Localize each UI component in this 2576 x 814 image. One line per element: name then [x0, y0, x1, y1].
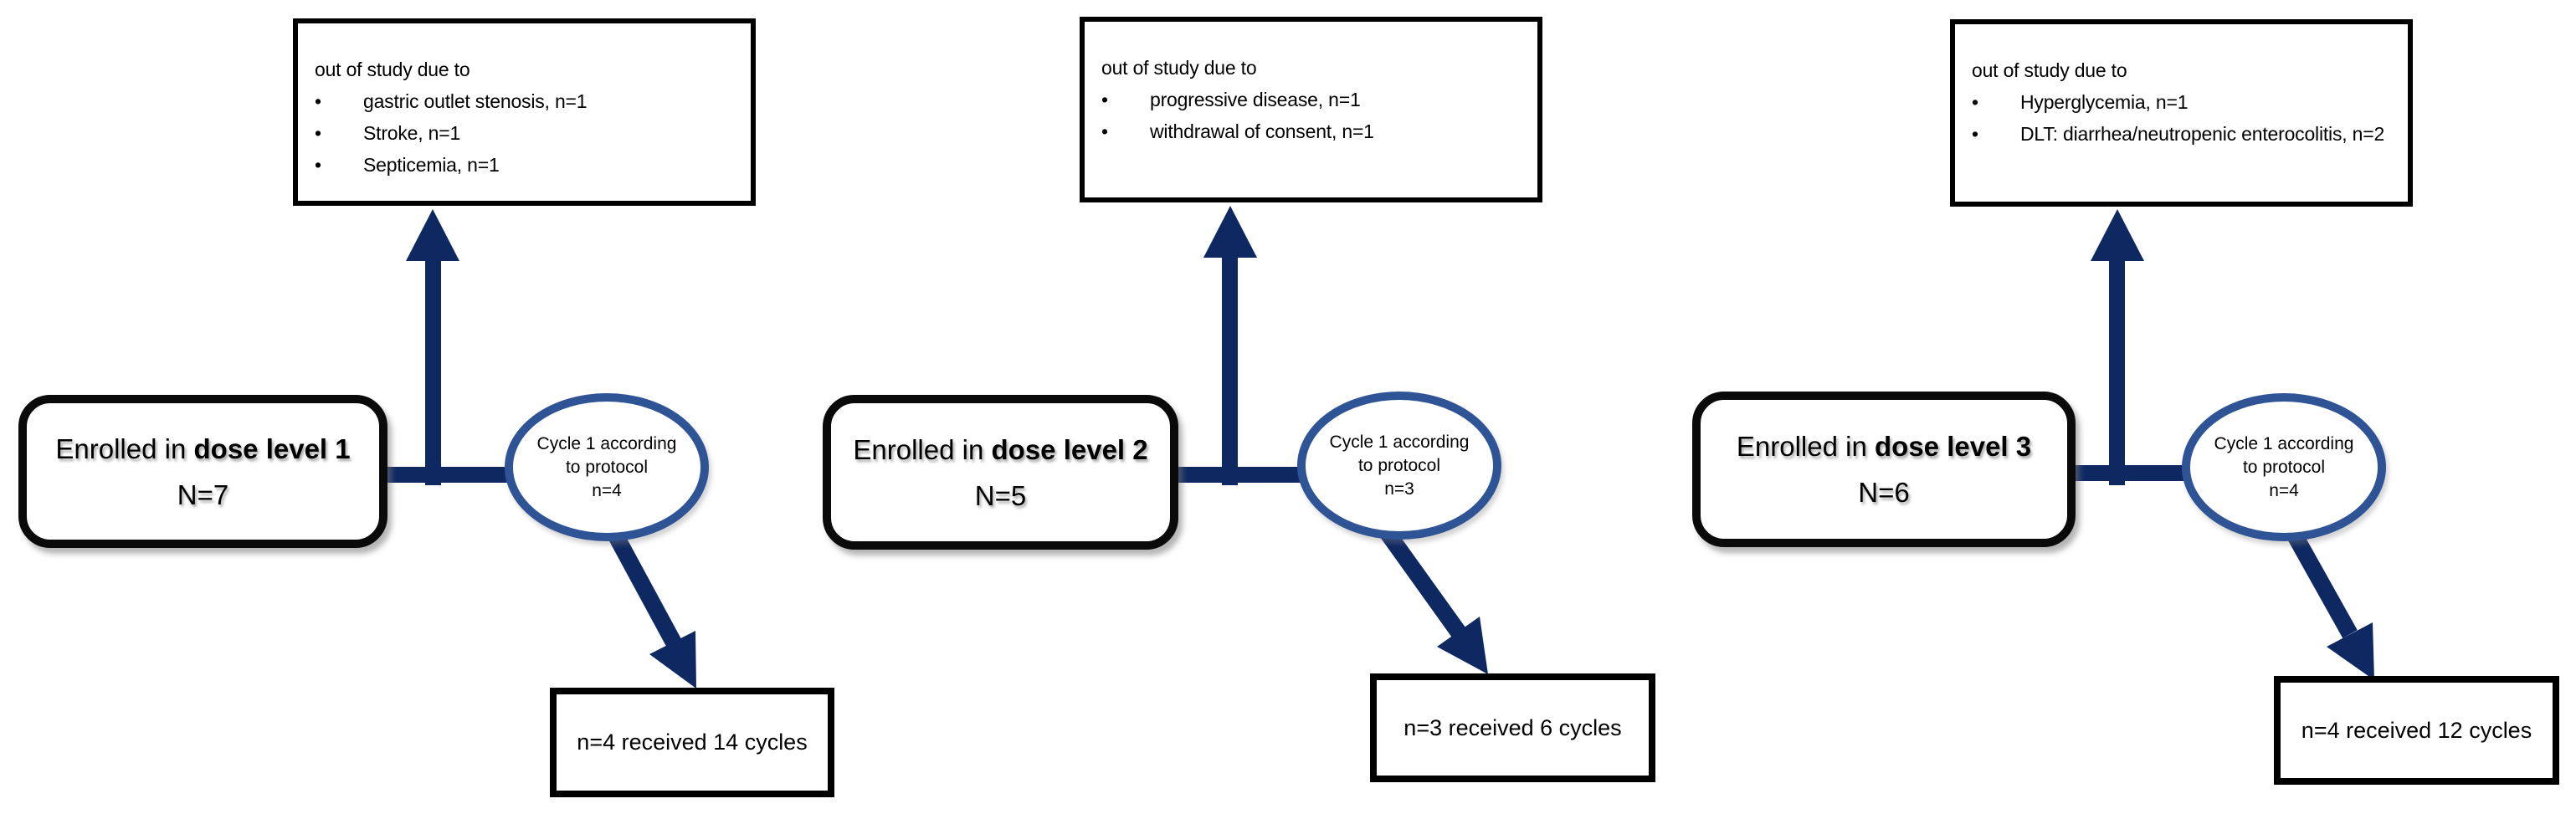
dropout-title: out of study due to	[315, 59, 470, 80]
bullet-icon: •	[315, 90, 321, 112]
cycle-ellipse: Cycle 1 according to protocol n=3	[1297, 392, 1501, 540]
enrolled-prefix: Enrolled in	[853, 433, 992, 465]
received-box: n=4 received 12 cycles	[2274, 676, 2559, 785]
elbow-connector	[1172, 467, 1307, 483]
cycle-line: to protocol	[1357, 455, 1441, 475]
bullet-icon: •	[1972, 123, 1978, 145]
dropout-reason: Septicemia, n=1	[363, 154, 500, 176]
connector-arrows	[1172, 206, 1488, 674]
up-arrowhead-icon	[2091, 209, 2144, 261]
enrolled-box: Enrolled in dose level 2 N=5	[823, 395, 1178, 550]
list-item: • progressive disease, n=1	[1101, 84, 1524, 115]
enrolled-line: Enrolled in dose level 2	[831, 427, 1170, 473]
down-arrow-shaft	[2287, 531, 2358, 638]
dropout-reason: DLT: diarrhea/neutropenic enterocolitis,…	[2020, 123, 2385, 145]
cycle-ellipse: Cycle 1 according to protocol n=4	[505, 393, 709, 541]
cycle-line: Cycle 1 according	[536, 433, 677, 453]
enrolled-count: N=7	[177, 479, 229, 510]
connector-arrows	[2067, 209, 2374, 680]
bullet-icon: •	[315, 154, 321, 176]
received-box: n=3 received 6 cycles	[1370, 673, 1655, 782]
dropout-title: out of study due to	[1101, 57, 1257, 79]
dropout-bullet-list: • progressive disease, n=1 • withdrawal …	[1101, 84, 1524, 147]
list-item: • Hyperglycemia, n=1	[1972, 86, 2394, 118]
down-arrowhead-icon	[1437, 617, 1488, 674]
enrolled-prefix: Enrolled in	[55, 433, 194, 464]
enrolled-prefix: Enrolled in	[1736, 431, 1875, 462]
dose-level-label: dose level 1	[193, 433, 351, 464]
cycle-ellipse: Cycle 1 according to protocol n=4	[2182, 393, 2386, 541]
cycle-count: n=4	[592, 480, 622, 500]
list-item: • Stroke, n=1	[315, 117, 737, 149]
dropout-reason: Stroke, n=1	[363, 122, 461, 144]
dropout-bullet-list: • gastric outlet stenosis, n=1 • Stroke,…	[315, 85, 737, 181]
enrolled-count: N=5	[974, 479, 1027, 511]
up-arrow-shaft	[2109, 251, 2125, 485]
enrolled-box: Enrolled in dose level 3 N=6	[1692, 392, 2076, 547]
enrolled-box: Enrolled in dose level 1 N=7	[18, 395, 387, 548]
dropout-reason: Hyperglycemia, n=1	[2020, 91, 2189, 113]
connector-arrows	[382, 209, 696, 689]
dose-level-label: dose level 2	[991, 433, 1148, 465]
enrolled-count: N=6	[1858, 477, 1910, 508]
up-arrowhead-icon	[1203, 206, 1257, 258]
dropout-reason: progressive disease, n=1	[1150, 89, 1361, 110]
dropout-reason: gastric outlet stenosis, n=1	[363, 90, 588, 112]
down-arrowhead-icon	[649, 631, 696, 689]
list-item: • withdrawal of consent, n=1	[1101, 115, 1524, 147]
enrolled-line: Enrolled in dose level 1	[27, 426, 379, 472]
up-arrowhead-icon	[406, 209, 459, 261]
elbow-connector	[2067, 465, 2189, 481]
cycle-line: Cycle 1 according	[2214, 433, 2354, 453]
received-text: n=3 received 6 cycles	[1403, 714, 1622, 740]
cycle-line: Cycle 1 according	[1329, 432, 1470, 452]
cycle-line: to protocol	[2242, 457, 2326, 477]
received-text: n=4 received 14 cycles	[577, 730, 808, 755]
enrolled-line: Enrolled in dose level 3	[1701, 423, 2067, 469]
panel-dose-level-1: out of study due to • gastric outlet ste…	[0, 0, 887, 814]
down-arrow-shaft	[1379, 527, 1466, 637]
bullet-icon: •	[1972, 91, 1978, 113]
down-arrow-shaft	[606, 527, 682, 648]
dropout-box: out of study due to • Hyperglycemia, n=1…	[1950, 19, 2413, 207]
dropout-title: out of study due to	[1972, 59, 2127, 81]
cycle-line: to protocol	[565, 457, 649, 477]
dropout-box: out of study due to • gastric outlet ste…	[293, 18, 756, 206]
panel-dose-level-3: out of study due to • Hyperglycemia, n=1…	[1674, 0, 2576, 814]
list-item: • DLT: diarrhea/neutropenic enterocoliti…	[1972, 118, 2394, 150]
dropout-reason: withdrawal of consent, n=1	[1150, 120, 1374, 142]
down-arrowhead-icon	[2327, 622, 2374, 680]
elbow-connector	[382, 467, 514, 483]
list-item: • Septicemia, n=1	[315, 149, 737, 181]
received-text: n=4 received 12 cycles	[2301, 717, 2532, 743]
cycle-count: n=3	[1384, 479, 1414, 499]
dropout-box: out of study due to • progressive diseas…	[1080, 17, 1542, 202]
bullet-icon: •	[315, 122, 321, 144]
received-box: n=4 received 14 cycles	[550, 688, 834, 797]
up-arrow-shaft	[425, 251, 441, 485]
bullet-icon: •	[1101, 120, 1108, 142]
panel-dose-level-2: out of study due to • progressive diseas…	[803, 0, 1691, 814]
dose-level-label: dose level 3	[1875, 431, 2032, 462]
dropout-bullet-list: • Hyperglycemia, n=1 • DLT: diarrhea/neu…	[1972, 86, 2394, 150]
bullet-icon: •	[1101, 89, 1108, 110]
list-item: • gastric outlet stenosis, n=1	[315, 85, 737, 117]
up-arrow-shaft	[1222, 251, 1238, 485]
cycle-count: n=4	[2269, 480, 2299, 500]
